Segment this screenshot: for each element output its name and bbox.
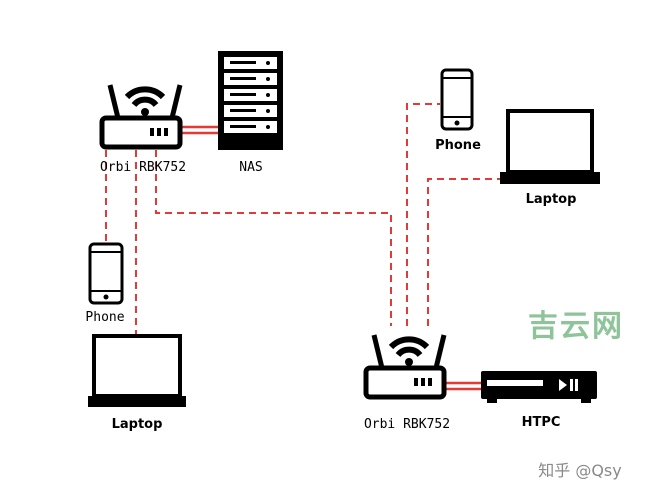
server-rack-icon [218,51,283,150]
nas-label: NAS [239,160,262,175]
laptop-left-label: Laptop [112,417,163,432]
link-router-phone-right [406,103,440,326]
connections [105,103,500,391]
laptop-icon [88,334,186,407]
wifi-router-icon [363,334,447,400]
credit-text: 知乎 @Qsy [538,461,622,480]
htpc-icon [481,371,597,403]
laptop-icon [500,109,600,184]
wifi-router-icon [99,84,183,150]
phone-left-label: Phone [85,310,124,325]
phone-right-label: Phone [435,138,481,153]
laptop-right-label: Laptop [526,192,577,207]
htpc-label: HTPC [522,415,561,430]
phone-icon [440,68,474,131]
link-router-router [155,150,392,326]
phone-icon [88,242,124,305]
router-left-label: Orbi RBK752 [100,160,186,175]
watermark: 吉云网 [528,309,624,344]
link-router-laptop-right [427,178,500,326]
router-right-label: Orbi RBK752 [364,417,450,432]
